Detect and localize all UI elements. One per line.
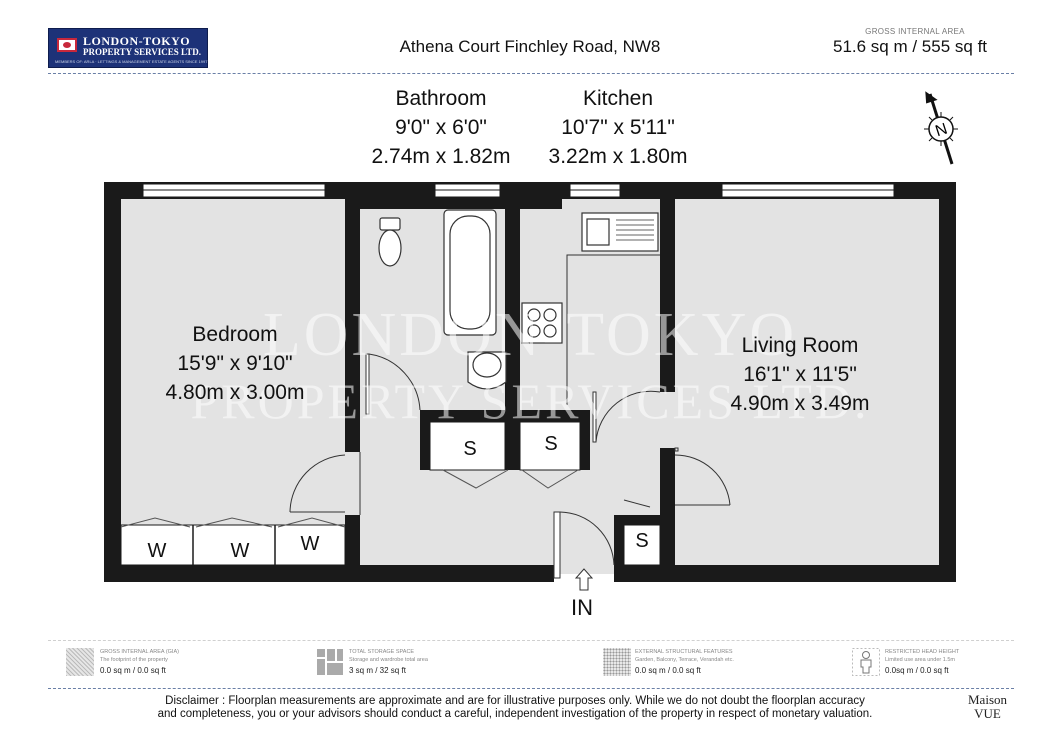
disclaimer-line1: Disclaimer : Floorplan measurements are … <box>165 695 865 707</box>
company-logo: LONDON-TOKYO PROPERTY SERVICES LTD. MEMB… <box>48 28 208 68</box>
legend-value: 0.0sq m / 0.0 sq ft <box>885 666 949 675</box>
wardrobe-label: W <box>230 540 250 562</box>
header-divider <box>48 73 1014 74</box>
disclaimer: Disclaimer : Floorplan measurements are … <box>60 695 970 721</box>
legend-value: 0.0 sq m / 0.0 sq ft <box>100 666 166 675</box>
brand-line2: VUE <box>974 706 1001 721</box>
person-icon <box>852 648 880 676</box>
legend-divider <box>48 640 1014 641</box>
brand-line1: Maison <box>968 692 1007 707</box>
storage-label: S <box>544 433 558 455</box>
logo-title: LONDON-TOKYO <box>83 34 191 48</box>
gia-label: GROSS INTERNAL AREA <box>865 27 965 36</box>
legend-external: EXTERNAL STRUCTURAL FEATURES Garden, Bal… <box>635 648 734 675</box>
legend-value: 0.0 sq m / 0.0 sq ft <box>635 666 701 675</box>
bedroom-label: Bedroom 15'9" x 9'10" 4.80m x 3.00m <box>140 320 330 407</box>
kitchen-metric: 3.22m x 1.80m <box>548 145 688 168</box>
legend-title: EXTERNAL STRUCTURAL FEATURES <box>635 649 733 655</box>
bedroom-name: Bedroom <box>192 323 278 346</box>
legend-title: GROSS INTERNAL AREA (GIA) <box>100 649 179 655</box>
property-address: Athena Court Finchley Road, NW8 <box>399 37 661 56</box>
legend-desc: Limited use area under 1.5m <box>885 657 956 663</box>
bathroom-imperial: 9'0" x 6'0" <box>395 116 487 139</box>
gia-value: 51.6 sq m / 555 sq ft <box>832 37 988 56</box>
legend-desc: Storage and wardrobe total area <box>349 657 428 663</box>
legend-title: TOTAL STORAGE SPACE <box>349 649 415 655</box>
wardrobe-label: W <box>300 533 320 555</box>
living-room-imperial: 16'1" x 11'5" <box>743 363 857 386</box>
watermark-line1: LONDON-TOKYO <box>262 301 798 369</box>
compass-letter: N <box>933 121 949 141</box>
living-room-name: Living Room <box>741 334 859 357</box>
disclaimer-line2: and completeness, you or your advisors s… <box>157 708 873 720</box>
wardrobe-label: W <box>147 540 167 562</box>
footer-divider <box>48 688 1014 689</box>
bedroom-metric: 4.80m x 3.00m <box>165 381 305 404</box>
brand-logo: Maison VUE <box>960 693 1015 721</box>
bathroom-name: Bathroom <box>395 87 487 110</box>
storage-icon <box>316 648 344 676</box>
living-room-label: Living Room 16'1" x 11'5" 4.90m x 3.49m <box>700 331 900 418</box>
hatch-icon <box>66 648 94 676</box>
bathroom-label: Bathroom 9'0" x 6'0" 2.74m x 1.82m <box>350 84 532 171</box>
kitchen-label: Kitchen 10'7" x 5'11" 3.22m x 1.80m <box>528 84 708 171</box>
entrance-label: IN <box>571 595 593 620</box>
legend-title: RESTRICTED HEAD HEIGHT <box>885 649 960 655</box>
flag-icon <box>57 38 77 52</box>
dots-icon <box>603 648 631 676</box>
living-room-metric: 4.90m x 3.49m <box>730 392 870 415</box>
legend-value: 3 sq m / 32 sq ft <box>349 666 406 675</box>
kitchen-name: Kitchen <box>582 87 654 110</box>
watermark-line2: PROPERTY SERVICES LTD. <box>190 373 870 429</box>
storage-label: S <box>635 530 649 552</box>
legend-head-height: RESTRICTED HEAD HEIGHT Limited use area … <box>885 648 959 675</box>
bathroom-metric: 2.74m x 1.82m <box>371 145 511 168</box>
legend-desc: Garden, Balcony, Terrace, Verandah etc. <box>635 657 734 663</box>
bedroom-imperial: 15'9" x 9'10" <box>177 352 293 375</box>
compass-icon: N <box>924 91 958 165</box>
entrance-arrow-icon <box>574 568 594 591</box>
legend-desc: The footprint of the property <box>100 657 168 663</box>
logo-subtitle: PROPERTY SERVICES LTD. <box>83 47 201 57</box>
legend-gia: GROSS INTERNAL AREA (GIA) The footprint … <box>100 648 179 675</box>
logo-small-print: MEMBERS OF: ARLA · LETTINGS & MANAGEMENT… <box>55 59 208 64</box>
kitchen-imperial: 10'7" x 5'11" <box>561 116 675 139</box>
legend-storage: TOTAL STORAGE SPACE Storage and wardrobe… <box>349 648 428 675</box>
storage-label: S <box>463 438 477 460</box>
